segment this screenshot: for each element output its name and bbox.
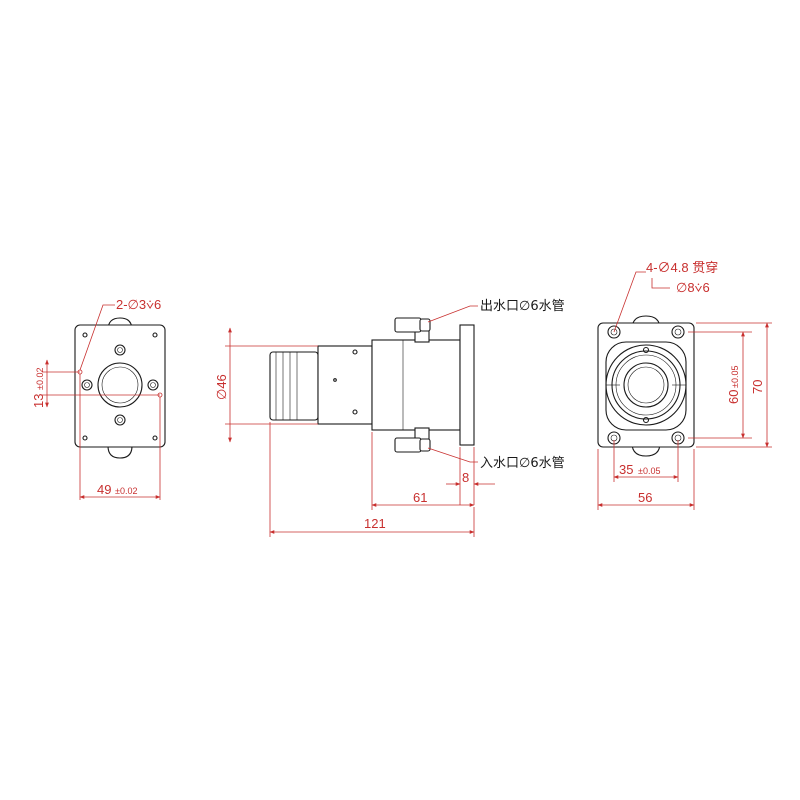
left-bottom-tab (107, 445, 133, 459)
left-hole-callout: 2-∅3⩒6 (116, 297, 161, 312)
left-hole-leader (79, 304, 115, 371)
dim-35-tol: ±0.05 (638, 466, 660, 476)
dim-61: 61 (413, 490, 427, 505)
side-nozzle (269, 351, 319, 421)
outlet-label: 出水口∅6水管 (480, 299, 565, 314)
dim-8: 8 (462, 470, 469, 485)
right-hole-callout-1: 4-∅4.8 贯穿 (646, 260, 718, 275)
right-hole-callout-2: ∅8⩒6 (676, 280, 710, 295)
dim-49: 49 (97, 482, 111, 497)
dim-13: 13 (31, 394, 46, 408)
dim-13-tol: ±0.02 (35, 368, 45, 390)
dim-60: 60 (726, 390, 741, 404)
left-center-bore (97, 362, 143, 408)
inlet-label: 入水口∅6水管 (480, 456, 565, 471)
right-view: 4-∅4.8 贯穿 ∅8⩒6 60 ±0.05 70 35 ±0.05 56 (597, 260, 772, 510)
side-view: 出水口∅6水管 入水口∅6水管 ∅46 8 61 121 (214, 299, 565, 537)
dim-dia-46: ∅46 (214, 374, 229, 400)
dim-121: 121 (364, 516, 386, 531)
left-screw-holes (81, 332, 159, 441)
side-main-body (371, 339, 461, 431)
right-flange-plate (597, 322, 695, 448)
left-view: 2-∅3⩒6 13 ±0.02 49 ±0.02 (31, 297, 166, 500)
right-center-bore (623, 362, 669, 408)
side-middle-body (317, 345, 373, 425)
dim-56: 56 (638, 490, 652, 505)
dim-70: 70 (750, 380, 765, 394)
inlet-fitting (394, 437, 422, 453)
side-flange (459, 324, 475, 446)
dim-60-tol: ±0.05 (730, 366, 740, 388)
left-flange-plate (74, 324, 166, 448)
dim-35: 35 (619, 462, 633, 477)
dim-49-tol: ±0.02 (115, 486, 137, 496)
outlet-fitting (394, 317, 422, 333)
